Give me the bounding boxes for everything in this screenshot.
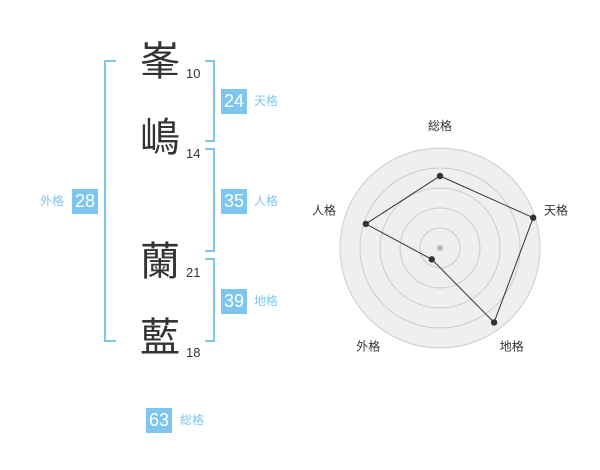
radar-axis-label-2: 天格 (544, 202, 568, 217)
gaikaku-value: 28 (72, 189, 98, 214)
soukaku-value: 63 (146, 408, 172, 433)
name-char-4: 藍 (140, 315, 180, 361)
tenkaku-label: 天格 (254, 94, 279, 108)
radar-point-5 (362, 220, 370, 228)
jinkaku-label: 人格 (254, 194, 279, 208)
radar-ring-5 (339, 147, 541, 349)
soukaku-label: 総格 (180, 413, 205, 427)
radar-axis-label-1: 総格 (428, 118, 452, 133)
gaikaku-label: 外格 (40, 194, 65, 208)
stroke-count-1: 10 (186, 66, 201, 81)
radar-axis-label-5: 人格 (312, 202, 336, 217)
jinkaku-value: 35 (221, 189, 247, 214)
radar-axis-label-3: 地格 (500, 339, 524, 354)
radar-ring-4 (359, 167, 521, 329)
chikaku-value: 39 (221, 289, 247, 314)
tenkaku-value: 24 (221, 89, 247, 114)
jinkaku-bracket (205, 148, 215, 252)
radar-ring-2 (399, 207, 481, 289)
radar-axis-label-4: 外格 (356, 339, 380, 354)
radar-data-polygon (364, 175, 534, 324)
radar-point-3 (490, 319, 498, 326)
stroke-count-3: 21 (186, 265, 201, 280)
stroke-count-4: 18 (186, 345, 201, 360)
radar-center (437, 245, 443, 251)
name-char-2: 嶋 (140, 115, 180, 161)
name-char-1: 峯 (140, 39, 180, 85)
chikaku-bracket (205, 258, 215, 342)
radar-point-1 (436, 172, 444, 180)
radar-ring-3 (379, 187, 501, 309)
name-char-3: 蘭 (140, 239, 180, 285)
tenkaku-bracket (205, 60, 215, 142)
chikaku-label: 地格 (254, 294, 279, 308)
gaikaku-bracket (104, 60, 116, 342)
radar-point-4 (428, 256, 435, 263)
radar-point-2 (530, 214, 537, 221)
stroke-count-2: 14 (186, 146, 201, 161)
